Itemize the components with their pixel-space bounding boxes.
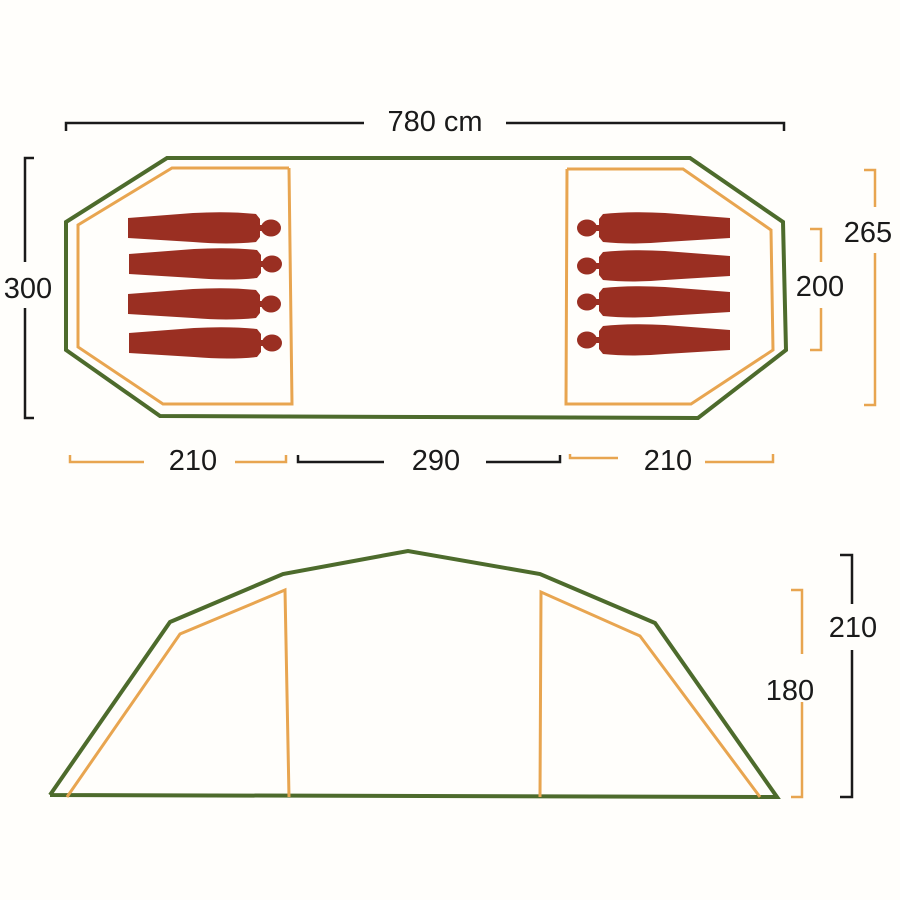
- dimension-total-height: 210: [829, 553, 877, 799]
- dimension-inner-height: 180: [766, 588, 814, 799]
- inner-height-label: 180: [766, 675, 814, 707]
- living-area-length-label: 290: [412, 445, 460, 477]
- bedroom-depth-left-label: 210: [169, 445, 217, 477]
- person-icon: [577, 212, 730, 244]
- total-height-label: 210: [829, 612, 877, 644]
- outer-tent-profile: [48, 548, 781, 800]
- total-length-label: 780 cm: [387, 106, 482, 138]
- dimension-total-length: 780 cm: [64, 106, 786, 138]
- inner-bedroom-left: [76, 166, 294, 406]
- dimension-total-width: 300: [4, 156, 52, 420]
- bedroom-width-label: 265: [844, 217, 892, 249]
- outer-tent-outline: [64, 156, 789, 421]
- person-icon: [577, 250, 730, 282]
- inner-bedroom-right-profile: [538, 589, 762, 798]
- person-icon: [128, 288, 281, 320]
- persons-left-bedroom: [128, 212, 282, 359]
- bedroom-end-width-label: 200: [796, 271, 844, 303]
- inner-bedroom-right: [564, 167, 775, 406]
- dimension-bedroom-end-width: 200: [796, 227, 844, 352]
- side-view: [48, 548, 781, 800]
- dimension-bedroom-width: 265: [844, 168, 892, 407]
- person-icon: [128, 212, 281, 244]
- dimension-bedroom-depth-left: 210: [68, 445, 288, 477]
- dimension-living-area: 290: [296, 445, 562, 477]
- person-icon: [129, 248, 282, 280]
- inner-bedroom-left-profile: [65, 587, 291, 798]
- person-icon: [129, 327, 282, 359]
- dimension-bedroom-depth-right: 210: [568, 445, 775, 477]
- person-icon: [577, 324, 730, 356]
- persons-right-bedroom: [577, 212, 730, 356]
- person-icon: [577, 286, 730, 318]
- bedroom-depth-right-label: 210: [644, 445, 692, 477]
- total-width-label: 300: [4, 273, 52, 305]
